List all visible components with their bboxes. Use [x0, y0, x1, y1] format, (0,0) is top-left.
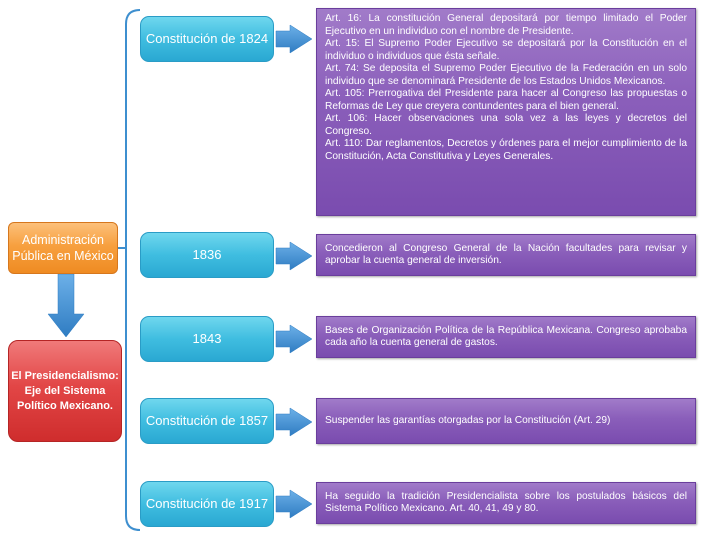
center-label: El Presidencialismo: Eje del Sistema Pol…: [11, 369, 119, 412]
detail-text: Ha seguido la tradición Presidencialista…: [325, 490, 687, 515]
detail-text: Art. 105: Prerrogativa del Presidente pa…: [325, 88, 687, 112]
period-bracket: [118, 9, 141, 531]
detail-text: Concedieron al Congreso General de la Na…: [325, 242, 687, 267]
detail-text: Art. 74: Se deposita el Supremo Poder Ej…: [325, 63, 687, 87]
detail-text: Art. 110: Dar reglamentos, Decretos y ór…: [325, 138, 687, 162]
period-label: Constitución de 1857: [145, 413, 269, 428]
detail-text: Suspender las garantías otorgadas por la…: [325, 414, 611, 426]
arrow-1843: [275, 324, 313, 354]
detail-box-1843: Bases de Organización Política de la Rep…: [316, 316, 696, 358]
period-box-1857: Constitución de 1857: [140, 398, 274, 444]
period-box-1843: 1843: [140, 316, 274, 362]
arrow-1857: [275, 407, 313, 437]
detail-box-1836: Concedieron al Congreso General de la Na…: [316, 234, 696, 276]
root-label: Administración Pública en México: [12, 233, 114, 263]
center-box: El Presidencialismo: Eje del Sistema Pol…: [8, 340, 122, 442]
period-box-1824: Constitución de 1824: [140, 16, 274, 62]
period-box-1836: 1836: [140, 232, 274, 278]
arrow-1917: [275, 489, 313, 519]
detail-text: Art. 106: Hacer observaciones una sola v…: [325, 113, 687, 137]
arrow-1836: [275, 241, 313, 271]
detail-box-1824: Art. 16: La constitución General deposit…: [316, 8, 696, 216]
period-label: 1836: [192, 247, 222, 262]
detail-text: Art. 16: La constitución General deposit…: [325, 13, 687, 37]
period-box-1917: Constitución de 1917: [140, 481, 274, 527]
down-arrow: [47, 273, 85, 338]
period-label: 1843: [192, 331, 222, 346]
detail-text: Art. 15: El Supremo Poder Ejecutivo se d…: [325, 38, 687, 62]
period-label: Constitución de 1917: [145, 496, 269, 511]
detail-box-1857: Suspender las garantías otorgadas por la…: [316, 398, 696, 444]
root-box: Administración Pública en México: [8, 222, 118, 274]
period-label: Constitución de 1824: [145, 31, 269, 46]
detail-box-1917: Ha seguido la tradición Presidencialista…: [316, 482, 696, 524]
arrow-1824: [275, 24, 313, 54]
detail-text: Bases de Organización Política de la Rep…: [325, 324, 687, 349]
